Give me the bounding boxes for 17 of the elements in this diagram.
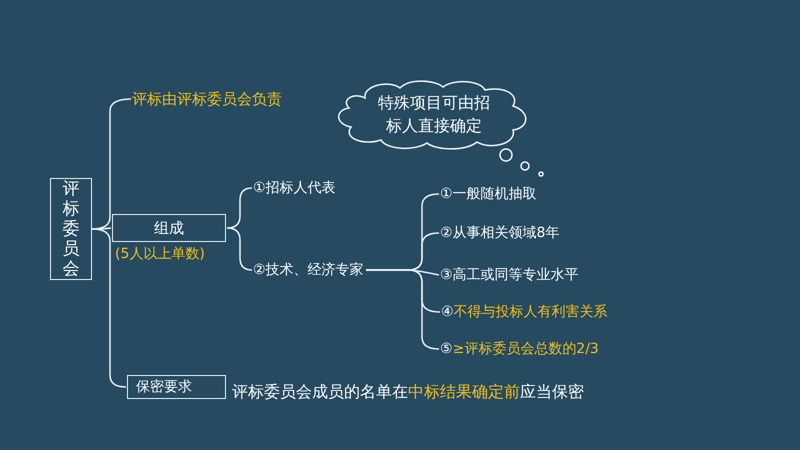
brace-line: [92, 228, 126, 388]
note-text: 评标由评标委员会负责: [132, 89, 292, 109]
item-text: ①一般随机抽取: [440, 184, 590, 204]
category-box: 保密要求: [127, 375, 226, 399]
item-text: ③高工或同等专业水平: [440, 265, 610, 285]
item-text: ②从事相关领域8年: [440, 223, 590, 243]
cloud-text: 特殊项目可由招标人直接确定: [377, 92, 491, 137]
title-box: 评标委员会: [50, 178, 92, 280]
note-text: (5人以上单数): [115, 245, 205, 263]
item-text: ⑤≥评标委员会总数的2/3: [440, 339, 630, 359]
item-text: ①招标人代表: [253, 178, 363, 198]
category-box: 组成: [112, 214, 226, 242]
note-text: 评标委员会成员的名单在中标结果确定前应当保密: [232, 382, 584, 403]
brace-line: [366, 269, 440, 350]
item-text: ④不得与投标人有利害关系: [441, 302, 631, 322]
item-text: ②技术、经济专家: [253, 260, 365, 280]
brace-line: [92, 227, 112, 230]
